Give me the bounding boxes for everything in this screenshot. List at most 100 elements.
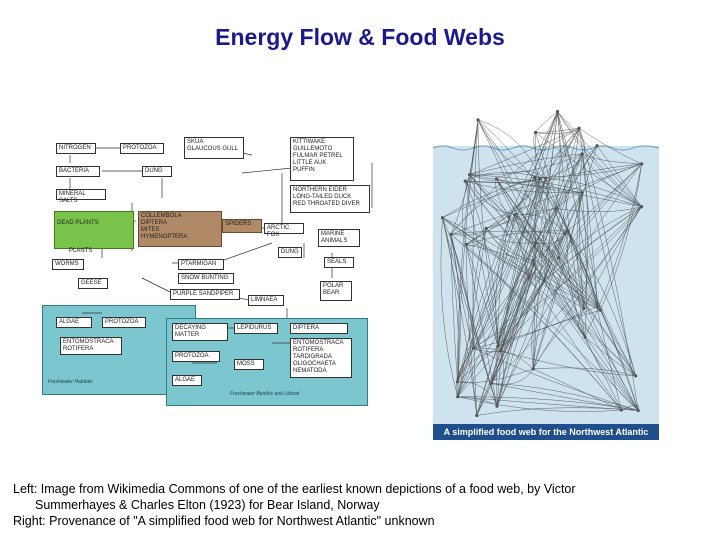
nitrogen-box: NITROGEN	[56, 143, 96, 154]
food-web-link	[457, 350, 501, 382]
species-node	[531, 367, 535, 371]
food-web-link	[457, 214, 516, 382]
food-web-link	[583, 206, 642, 309]
food-web-link	[596, 145, 642, 207]
food-web-link	[457, 214, 516, 397]
ptarmigan-box: PTARMIGAN	[178, 259, 224, 270]
food-web-link	[496, 178, 546, 407]
species-node	[566, 229, 570, 233]
species-node	[538, 177, 542, 181]
species-node	[557, 256, 561, 260]
food-web-link	[514, 213, 565, 234]
food-web-link	[473, 178, 541, 349]
food-web-link	[469, 174, 642, 207]
decaying-matter-box: DECAYING MATTER	[172, 323, 228, 341]
food-web-link	[465, 180, 636, 377]
food-web-link	[543, 206, 642, 282]
food-web-link	[469, 174, 545, 282]
eider-box: NORTHERN EIDER LONG-TAILED DUCK RED THRO…	[290, 185, 370, 213]
species-node	[577, 126, 581, 130]
food-web-link	[486, 208, 556, 229]
food-web-link	[476, 263, 535, 416]
ocean-web-graphic	[433, 94, 659, 424]
species-node	[596, 304, 600, 308]
diptera-freshwater-box: DIPTERA	[290, 323, 348, 334]
food-web-link	[450, 234, 474, 349]
food-web-link	[466, 178, 540, 245]
food-web-link	[539, 128, 580, 179]
food-web-link	[477, 119, 639, 411]
species-node	[532, 262, 536, 266]
food-web-link	[557, 111, 599, 307]
food-web-link	[466, 244, 535, 265]
food-web-link	[457, 368, 534, 384]
species-node	[456, 395, 460, 399]
dung-box-top: DUNG	[142, 166, 172, 177]
food-web-link	[477, 119, 540, 179]
entomostraca-benthic-box: ENTOMOSTRACA ROTIFERA TARDIGRADA OLIGOCH…	[290, 338, 352, 378]
species-node	[475, 413, 479, 418]
food-web-link	[442, 163, 642, 218]
food-web-link	[476, 111, 558, 416]
species-node	[484, 226, 488, 230]
insects-box: COLLEMBOLA DIPTERA MITES HYMENOPTERA	[138, 211, 222, 247]
food-web-link	[457, 396, 639, 411]
food-web-link	[457, 242, 536, 397]
food-web-link	[440, 217, 458, 397]
food-web-link	[557, 111, 586, 338]
polar-bear-box: POLAR BEAR	[320, 281, 352, 301]
food-web-link	[473, 306, 599, 349]
food-web-link	[543, 128, 580, 282]
purple-sandpiper-box: PURPLE SANDPIPER	[170, 289, 240, 300]
protozoa-freshwater-box: PROTOZOA	[102, 317, 146, 328]
bacteria-box: BACTERIA	[56, 166, 100, 177]
caption-line-3: Right: Provenance of "A simplified food …	[13, 514, 435, 528]
food-web-link	[496, 233, 566, 407]
species-node	[542, 279, 546, 283]
lepidurus-box: LEPIDURUS	[234, 323, 278, 334]
food-web-link	[555, 206, 642, 213]
species-node	[468, 173, 472, 177]
food-web-link	[473, 347, 639, 411]
food-web-link	[490, 233, 566, 384]
food-web-link	[457, 128, 580, 382]
species-node	[527, 276, 531, 280]
food-web-link	[532, 230, 568, 369]
food-web-link	[450, 234, 639, 411]
food-web-link	[533, 367, 636, 377]
food-web-link	[457, 178, 546, 397]
food-web-link	[533, 111, 558, 265]
food-web-link	[555, 208, 568, 232]
food-web-link	[545, 128, 580, 179]
freshwater-benthic-label: Freshwater Benthic and Littoral	[230, 391, 300, 397]
protozoa-bottom-box: PROTOZOA	[172, 351, 220, 362]
food-web-link	[581, 192, 587, 338]
species-node	[619, 408, 623, 412]
species-node	[634, 374, 638, 378]
food-web-link	[532, 111, 558, 369]
limnaea-box: LIMNAEA	[248, 295, 284, 306]
food-web-link	[584, 163, 642, 338]
food-web-link	[496, 153, 583, 407]
food-web-link	[514, 214, 585, 309]
food-web-link	[533, 206, 642, 370]
geese-box: GEESE	[78, 278, 108, 289]
right-figure-caption: A simplified food web for the Northwest …	[433, 424, 659, 440]
food-web-link	[535, 128, 580, 243]
food-web-link	[534, 177, 585, 309]
food-web-link	[539, 178, 583, 193]
skua-box: SKUA GLAUCOUS GULL	[184, 137, 244, 159]
species-node	[598, 308, 602, 312]
arctic-fox-box: ARCTIC FOX	[264, 223, 304, 238]
food-web-link	[534, 163, 642, 178]
food-web-link	[477, 119, 541, 179]
food-web-link	[535, 132, 642, 207]
food-web-link	[581, 153, 642, 165]
food-web-link	[469, 153, 583, 176]
food-web-link	[496, 178, 639, 411]
species-node	[494, 177, 499, 181]
species-node	[595, 144, 599, 148]
food-web-link	[500, 153, 583, 351]
species-node	[499, 349, 503, 353]
food-web-link	[466, 208, 556, 245]
